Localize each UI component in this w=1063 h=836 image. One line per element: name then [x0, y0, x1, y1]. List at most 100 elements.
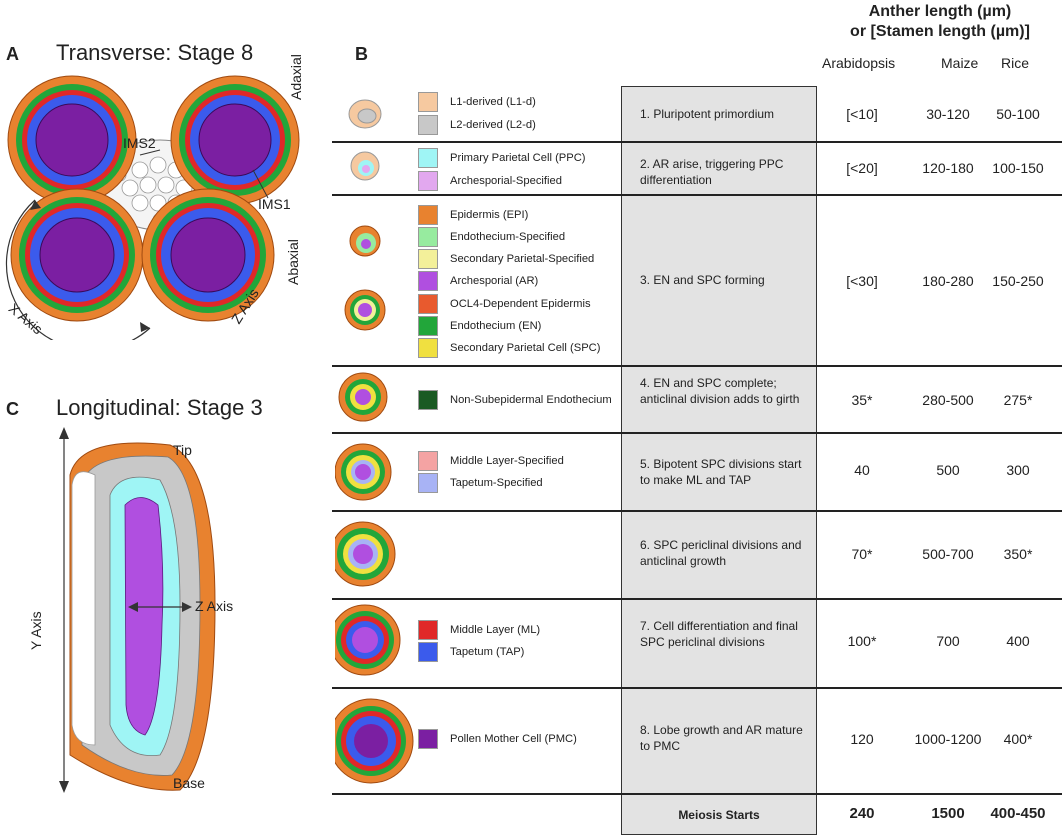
stage-3-maize-value: 180-280 — [922, 273, 974, 289]
x-axis-arc — [5, 199, 151, 340]
stage-7-arabidopsis-value: 100* — [847, 633, 877, 649]
lobe-adaxial-right — [170, 75, 300, 205]
stage-8-arabidopsis-value: 120 — [850, 731, 874, 747]
legend-label: L2-derived (L2-d) — [450, 119, 536, 131]
z-axis-label-c: Z Axis — [195, 598, 234, 614]
legend-item: Primary Parietal Cell (PPC) — [418, 148, 586, 168]
legend-label: Secondary Parietal Cell (SPC) — [450, 342, 601, 354]
legend-item: Archesporial (AR) — [418, 271, 538, 291]
stage-5-rice-value: 300 — [1006, 462, 1030, 478]
stage-6-description: 6. SPC periclinal divisions and anticlin… — [640, 538, 802, 568]
legend-item: Epidermis (EPI) — [418, 205, 528, 225]
stage-5-arabidopsis-value: 40 — [854, 462, 870, 478]
legend-label: Endothecium-Specified — [450, 231, 566, 243]
lobe-adaxial-left — [7, 75, 137, 205]
legend-label: Non-Subepidermal Endothecium — [450, 394, 612, 406]
ims2-label: IMS2 — [123, 135, 156, 151]
stage-3-arabidopsis-value: [<30] — [846, 273, 878, 289]
legend-label: OCL4-Dependent Epidermis — [450, 298, 591, 310]
final-rice-value: 400-450 — [990, 805, 1046, 822]
legend-label: Pollen Mother Cell (PMC) — [450, 733, 577, 745]
legend-item: Middle Layer (ML) — [418, 620, 540, 640]
base-label: Base — [173, 775, 205, 791]
legend-label: Endothecium (EN) — [450, 320, 542, 332]
stage-8-maize-value: 1000-1200 — [914, 731, 982, 747]
stage-1-description: 1. Pluripotent primordium — [640, 107, 775, 121]
legend-item: OCL4-Dependent Epidermis — [418, 294, 591, 314]
legend-item: L1-derived (L1-d) — [418, 92, 536, 112]
legend-item: Secondary Parietal Cell (SPC) — [418, 338, 600, 358]
table-header-line2: or [Stamen length (µm)] — [850, 23, 1030, 40]
legend-item: Non-Subepidermal Endothecium — [418, 390, 612, 410]
legend-label: Epidermis (EPI) — [450, 209, 529, 221]
stage-7-description: 7. Cell differentiation and final SPC pe… — [640, 619, 798, 649]
panel-c-title: Longitudinal: Stage 3 — [56, 395, 263, 420]
panel-a-title: Transverse: Stage 8 — [56, 40, 254, 65]
stage-2-arabidopsis-value: [<20] — [846, 160, 878, 176]
legend-swatch — [418, 271, 438, 291]
row-divider — [332, 365, 1062, 367]
stage-4-arabidopsis-value: 35* — [851, 392, 873, 408]
legend-swatch — [418, 338, 438, 358]
legend-label: Tapetum (TAP) — [450, 646, 525, 658]
stage-8-thumbnail — [335, 698, 414, 784]
stage-8-description: 8. Lobe growth and AR mature to PMC — [640, 723, 803, 753]
longitudinal-section-diagram — [59, 427, 216, 793]
table-header: Anther length (µm) or [Stamen length (µm… — [820, 2, 1060, 42]
stage-4-description: 4. EN and SPC complete; anticlinal divis… — [640, 376, 800, 406]
stage-5-description: 5. Bipotent SPC divisions start to make … — [640, 457, 802, 487]
legend-label: Secondary Parietal-Specified — [450, 253, 595, 265]
column-header-arabidopsis: Arabidopsis — [822, 55, 896, 71]
meiosis-starts-label: Meiosis Starts — [678, 808, 760, 822]
stage-thumbnails — [335, 99, 414, 784]
stage-1-thumbnail — [348, 99, 382, 129]
stage-3-rice-value: 150-250 — [992, 273, 1044, 289]
row-divider — [332, 141, 1062, 143]
legend-label: Middle Layer (ML) — [450, 624, 541, 636]
panel-c-letter: C — [6, 399, 19, 419]
stage-1-maize-value: 30-120 — [926, 106, 970, 122]
stage-6-thumbnail — [335, 521, 396, 587]
legend-swatch — [418, 294, 438, 314]
legend-swatch — [418, 642, 438, 662]
ims1-label: IMS1 — [258, 196, 291, 212]
legend-item: Tapetum-Specified — [418, 473, 543, 493]
final-maize-value: 1500 — [931, 805, 965, 822]
stage-6-arabidopsis-value: 70* — [851, 546, 873, 562]
legend-label: L1-derived (L1-d) — [450, 96, 536, 108]
legend-label: Archesporial-Specified — [450, 175, 562, 187]
row-divider — [332, 687, 1062, 689]
adaxial-label: Adaxial — [288, 54, 304, 100]
tip-label: Tip — [173, 442, 192, 458]
stage-4-rice-value: 275* — [1003, 392, 1033, 408]
stage-2-description: 2. AR arise, triggering PPC differentiat… — [640, 157, 784, 187]
legend-swatch — [418, 205, 438, 225]
column-header-maize: Maize — [941, 55, 979, 71]
legend-swatch — [418, 227, 438, 247]
row-divider — [332, 598, 1062, 600]
stage-8-rice-value: 400* — [1003, 731, 1033, 747]
row-divider — [332, 432, 1062, 434]
legend-item: Endothecium (EN) — [418, 316, 541, 336]
stage-2-thumbnail — [350, 151, 380, 181]
lobe-abaxial-left — [10, 188, 144, 322]
legend-swatch — [418, 316, 438, 336]
legend-item: Archesporial-Specified — [418, 171, 562, 191]
legend-item: Endothecium-Specified — [418, 227, 565, 247]
stage-7-maize-value: 700 — [936, 633, 960, 649]
stage-7-thumbnail — [335, 604, 401, 676]
transverse-section-diagram — [5, 75, 300, 340]
legend-item: Pollen Mother Cell (PMC) — [418, 729, 577, 749]
legend-item: Middle Layer-Specified — [418, 451, 564, 471]
panel-b-letter: B — [355, 44, 368, 64]
column-header-rice: Rice — [1001, 55, 1030, 71]
legend-swatch — [418, 171, 438, 191]
legend-item: Secondary Parietal-Specified — [418, 249, 594, 269]
legend-label: Tapetum-Specified — [450, 477, 543, 489]
stage-7-rice-value: 400 — [1006, 633, 1030, 649]
stage-6-maize-value: 500-700 — [922, 546, 974, 562]
stage-3a-thumbnail — [349, 225, 381, 257]
stage-5-thumbnail — [335, 443, 392, 501]
legend-swatch — [418, 729, 438, 749]
legend-label: Primary Parietal Cell (PPC) — [450, 152, 586, 164]
